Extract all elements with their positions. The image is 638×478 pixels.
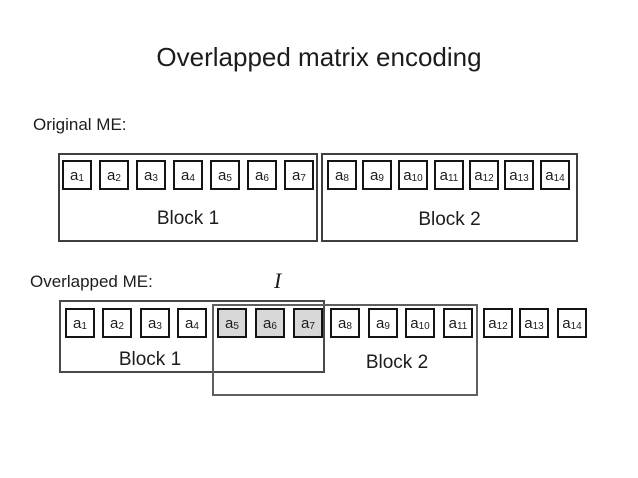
cell-label: a bbox=[488, 314, 497, 332]
cell-label: a bbox=[292, 166, 301, 184]
cell-label: a bbox=[70, 166, 79, 184]
cell-subscript: 14 bbox=[553, 173, 565, 184]
cell-subscript: 7 bbox=[309, 321, 315, 332]
cell-subscript: 3 bbox=[152, 173, 158, 184]
cell-label: a bbox=[524, 314, 533, 332]
cell-label: a bbox=[439, 166, 448, 184]
cell-label: a bbox=[263, 314, 272, 332]
cell-label: a bbox=[107, 166, 116, 184]
original-block2-label: Block 2 bbox=[418, 209, 481, 230]
interval-label: I bbox=[274, 268, 282, 293]
cell-label: a bbox=[474, 166, 483, 184]
cell-subscript: 9 bbox=[378, 173, 384, 184]
overlapped-me-label: Overlapped ME: bbox=[30, 272, 153, 291]
cell-label: a bbox=[255, 166, 264, 184]
cell-label: a bbox=[509, 166, 518, 184]
cell-subscript: 13 bbox=[517, 173, 529, 184]
cell-label: a bbox=[410, 314, 419, 332]
cell-label: a bbox=[370, 166, 379, 184]
slide-title: Overlapped matrix encoding bbox=[156, 42, 482, 72]
cell-subscript: 6 bbox=[271, 321, 277, 332]
cell-subscript: 8 bbox=[343, 173, 349, 184]
cell-subscript: 1 bbox=[78, 173, 84, 184]
cell-label: a bbox=[73, 314, 82, 332]
cell-subscript: 2 bbox=[118, 321, 124, 332]
cell-label: a bbox=[338, 314, 347, 332]
cell-label: a bbox=[144, 166, 153, 184]
cell-subscript: 12 bbox=[482, 173, 494, 184]
cell-subscript: 3 bbox=[156, 321, 162, 332]
cell-label: a bbox=[301, 314, 310, 332]
overlapped-block2-label: Block 2 bbox=[365, 352, 429, 373]
overlapped-block1-rect bbox=[59, 300, 325, 373]
cell-label: a bbox=[218, 166, 227, 184]
cell-subscript: 4 bbox=[193, 321, 199, 332]
cell-subscript: 2 bbox=[115, 173, 121, 184]
cell-subscript: 12 bbox=[496, 321, 508, 332]
original-block1-label: Block 1 bbox=[156, 208, 220, 229]
cell-subscript: 14 bbox=[570, 321, 582, 332]
cell-subscript: 10 bbox=[418, 321, 430, 332]
original-me-label: Original ME: bbox=[33, 115, 127, 134]
cell-subscript: 8 bbox=[346, 321, 352, 332]
cell-label: a bbox=[403, 166, 412, 184]
cell-subscript: 5 bbox=[233, 321, 239, 332]
cell-subscript: 10 bbox=[411, 173, 423, 184]
cell-label: a bbox=[110, 314, 119, 332]
cell-subscript: 13 bbox=[532, 321, 544, 332]
cell-subscript: 7 bbox=[300, 173, 306, 184]
cell-label: a bbox=[335, 166, 344, 184]
cell-label: a bbox=[376, 314, 385, 332]
cell-label: a bbox=[181, 166, 190, 184]
cell-subscript: 4 bbox=[189, 173, 195, 184]
cell-label: a bbox=[185, 314, 194, 332]
cell-label: a bbox=[545, 166, 554, 184]
original-block1-rect bbox=[58, 153, 318, 242]
cell-subscript: 6 bbox=[263, 173, 269, 184]
original-block2-rect bbox=[321, 153, 578, 242]
cell-label: a bbox=[448, 314, 457, 332]
overlapped-block2-rect bbox=[212, 304, 478, 396]
cell-label: a bbox=[148, 314, 157, 332]
cell-subscript: 9 bbox=[384, 321, 390, 332]
cell-subscript: 11 bbox=[447, 173, 459, 184]
cell-label: a bbox=[225, 314, 234, 332]
cell-subscript: 5 bbox=[226, 173, 232, 184]
cell-subscript: 11 bbox=[456, 321, 468, 332]
cell-subscript: 1 bbox=[81, 321, 87, 332]
overlapped-block1-label: Block 1 bbox=[118, 349, 182, 370]
cell-label: a bbox=[562, 314, 571, 332]
